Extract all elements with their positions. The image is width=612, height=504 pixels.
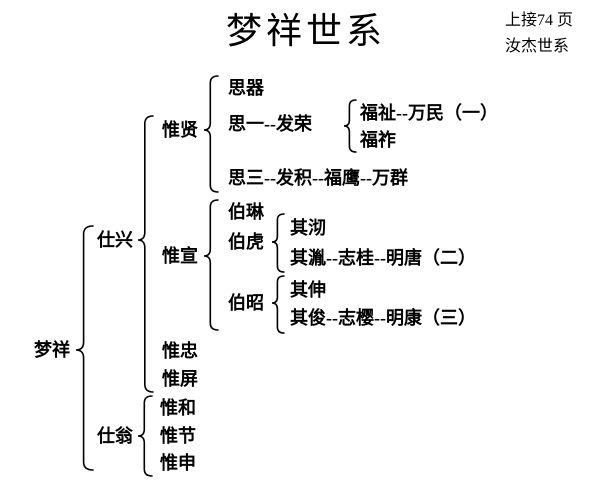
node-qijin-line: 其湚--志桂--明唐（二） [290,248,476,268]
node-weishen: 惟申 [160,453,196,473]
brace-bohu [271,213,285,273]
brace-farong [343,99,357,153]
node-weixuan: 惟宣 [162,246,198,266]
corner-note: 上接74 页 汝杰世系 [505,8,573,60]
node-qiqi: 其沏 [290,218,326,238]
page-title: 梦祥世系 [225,11,386,51]
node-bohu: 伯虎 [228,232,264,252]
node-weiping: 惟屏 [162,369,198,389]
node-sisan-line: 思三--发积--福鹰--万群 [228,168,408,188]
brace-bozhao [271,275,285,334]
node-mengxiang: 梦祥 [34,340,70,360]
node-weixian: 惟贤 [162,120,198,140]
brace-weixian [203,75,219,193]
node-weijie: 惟节 [160,426,196,446]
node-weizhong: 惟忠 [162,341,198,361]
node-siyi-farong: 思一--发荣 [228,114,312,134]
node-weihe: 惟和 [160,398,196,418]
node-shiweng: 仕翁 [97,426,133,446]
brace-shiweng [137,395,153,477]
brace-weixuan [203,199,219,331]
node-fuzuo: 福祚 [360,130,396,150]
node-qijun-line: 其俊--志樱--明康（三） [290,308,476,328]
node-shixing: 仕兴 [97,230,133,250]
node-qishen: 其伸 [290,280,326,300]
corner-note-line2: 汝杰世系 [505,38,570,55]
node-siqi: 思器 [228,78,264,98]
brace-shixing [137,115,154,393]
node-bolin: 伯琳 [228,202,264,222]
node-bozhao: 伯昭 [228,293,264,313]
corner-note-line1: 上接74 页 [505,12,574,29]
brace-mengxiang [75,225,94,471]
node-fuzhi-wanmin: 福祉--万民（一） [360,103,498,123]
